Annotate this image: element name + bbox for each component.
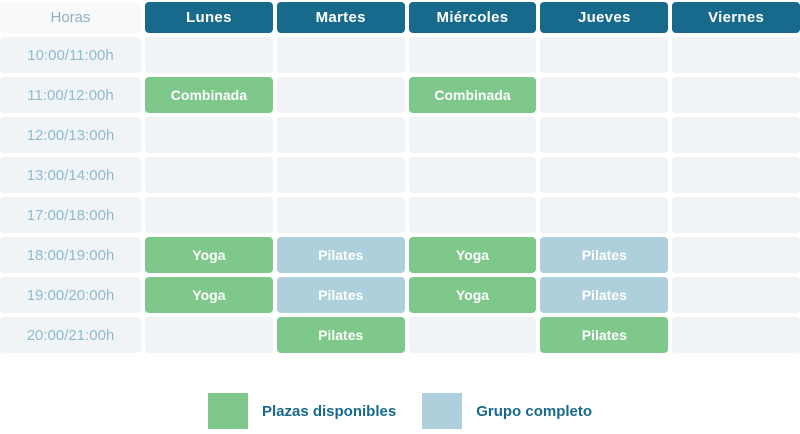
legend-item-full: Grupo completo: [422, 393, 592, 429]
empty-slot: [540, 37, 669, 73]
empty-slot: [408, 117, 537, 153]
class-slot-yoga-miercoles[interactable]: Yoga: [408, 237, 537, 273]
empty-slot: [408, 197, 537, 233]
empty-slot: [540, 157, 669, 193]
time-cell-4: 17:00/18:00h: [0, 197, 141, 233]
empty-slot: [276, 117, 405, 153]
class-slot-combinada-lunes[interactable]: Combinada: [145, 77, 273, 113]
empty-slot: [672, 77, 800, 113]
empty-slot: [540, 77, 669, 113]
time-cell-2: 12:00/13:00h: [0, 117, 141, 153]
empty-slot: [145, 37, 273, 73]
empty-slot: [145, 157, 273, 193]
empty-slot: [408, 157, 537, 193]
class-slot-pilates-martes[interactable]: Pilates: [276, 237, 405, 273]
empty-slot: [672, 317, 800, 353]
time-cell-5: 18:00/19:00h: [0, 237, 141, 273]
empty-slot: [408, 317, 537, 353]
full-swatch-icon: [422, 393, 463, 429]
legend-label-available: Plazas disponibles: [261, 402, 397, 420]
empty-slot: [540, 197, 669, 233]
time-cell-1: 11:00/12:00h: [0, 77, 141, 113]
empty-slot: [145, 117, 273, 153]
class-slot-yoga-lunes[interactable]: Yoga: [145, 237, 273, 273]
empty-slot: [672, 157, 800, 193]
class-slot-pilates-jueves[interactable]: Pilates: [540, 317, 669, 353]
day-header-martes: Martes: [276, 2, 405, 33]
class-slot-pilates-jueves[interactable]: Pilates: [540, 237, 669, 273]
empty-slot: [408, 37, 537, 73]
time-cell-0: 10:00/11:00h: [0, 37, 141, 73]
empty-slot: [672, 117, 800, 153]
time-cell-3: 13:00/14:00h: [0, 157, 141, 193]
day-header-lunes: Lunes: [145, 2, 273, 33]
legend-item-available: Plazas disponibles: [207, 393, 397, 429]
empty-slot: [276, 37, 405, 73]
empty-slot: [672, 37, 800, 73]
class-slot-pilates-martes[interactable]: Pilates: [276, 317, 405, 353]
legend-label-full: Grupo completo: [476, 402, 593, 420]
empty-slot: [672, 197, 800, 233]
available-swatch-icon: [207, 393, 248, 429]
day-header-jueves: Jueves: [540, 2, 669, 33]
empty-slot: [276, 157, 405, 193]
empty-slot: [672, 237, 800, 273]
class-slot-combinada-miercoles[interactable]: Combinada: [408, 77, 537, 113]
hours-header-cell: Horas: [0, 2, 141, 33]
class-slot-yoga-miercoles[interactable]: Yoga: [408, 277, 537, 313]
empty-slot: [540, 117, 669, 153]
class-slot-pilates-martes[interactable]: Pilates: [276, 277, 405, 313]
empty-slot: [276, 77, 405, 113]
empty-slot: [145, 197, 273, 233]
time-cell-6: 19:00/20:00h: [0, 277, 141, 313]
class-slot-yoga-lunes[interactable]: Yoga: [145, 277, 273, 313]
empty-slot: [276, 197, 405, 233]
time-cell-7: 20:00/21:00h: [0, 317, 141, 353]
empty-slot: [145, 317, 273, 353]
legend: Plazas disponibles Grupo completo: [0, 393, 800, 429]
day-header-viernes: Viernes: [672, 2, 800, 33]
day-header-miercoles: Miércoles: [408, 2, 537, 33]
class-slot-pilates-jueves[interactable]: Pilates: [540, 277, 669, 313]
empty-slot: [672, 277, 800, 313]
